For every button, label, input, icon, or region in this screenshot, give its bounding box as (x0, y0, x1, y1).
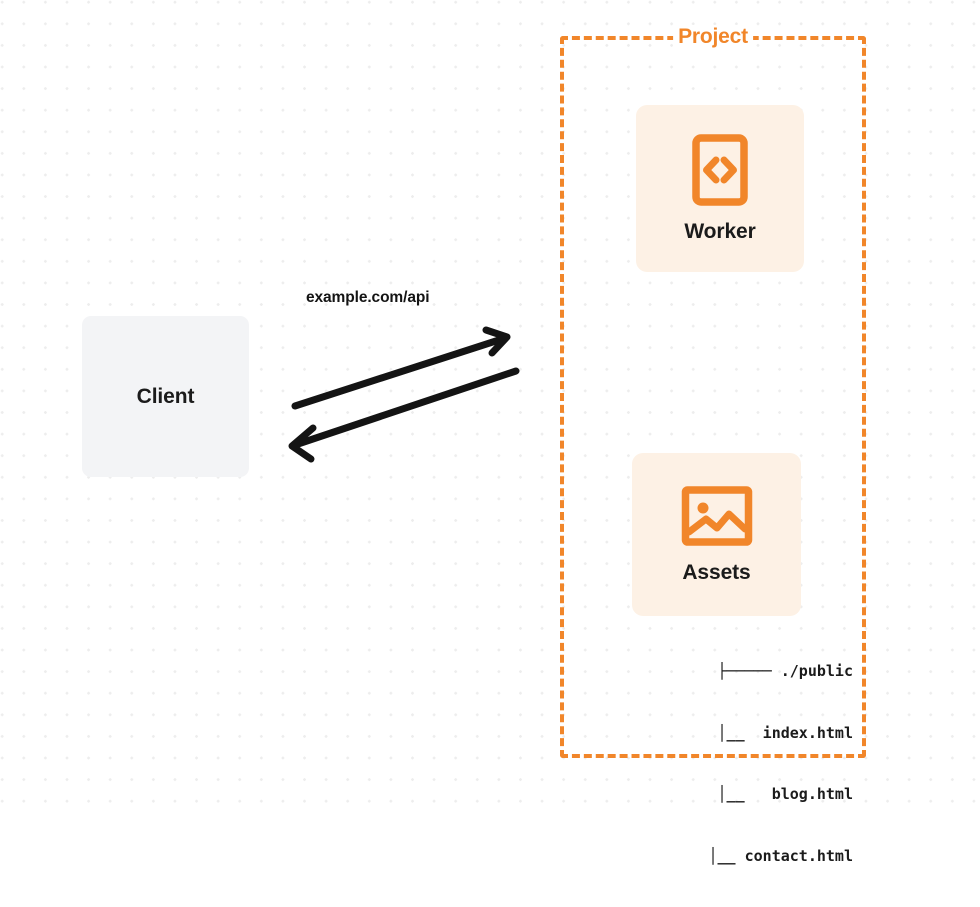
request-arrow (291, 326, 511, 410)
file-tree-row: │__ blog.html (690, 785, 853, 803)
file-tree-row: │__ contact.html (681, 846, 853, 865)
image-picture-icon (681, 485, 753, 547)
asset-file-tree: ├───── ./public │__ index.html │__ blog.… (608, 620, 853, 907)
assets-card-label: Assets (682, 560, 751, 584)
connection-label: example.com/api (306, 289, 430, 306)
connector-arrows (288, 326, 520, 463)
file-tree-row: │__ index.html (690, 723, 853, 742)
response-arrow (288, 367, 520, 463)
project-title: Project (673, 25, 753, 49)
file-tree-row: ├───── ./public (717, 662, 853, 680)
assets-card[interactable]: Assets (632, 453, 801, 616)
project-container: Project Worker Assets (560, 25, 866, 865)
worker-card[interactable]: Worker (636, 105, 804, 272)
client-node[interactable]: Client (82, 316, 249, 477)
diagram-canvas: Client example.com/api Project W (82, 25, 866, 865)
code-brackets-icon (692, 133, 748, 206)
client-node-label: Client (136, 384, 195, 408)
worker-card-label: Worker (684, 219, 756, 243)
